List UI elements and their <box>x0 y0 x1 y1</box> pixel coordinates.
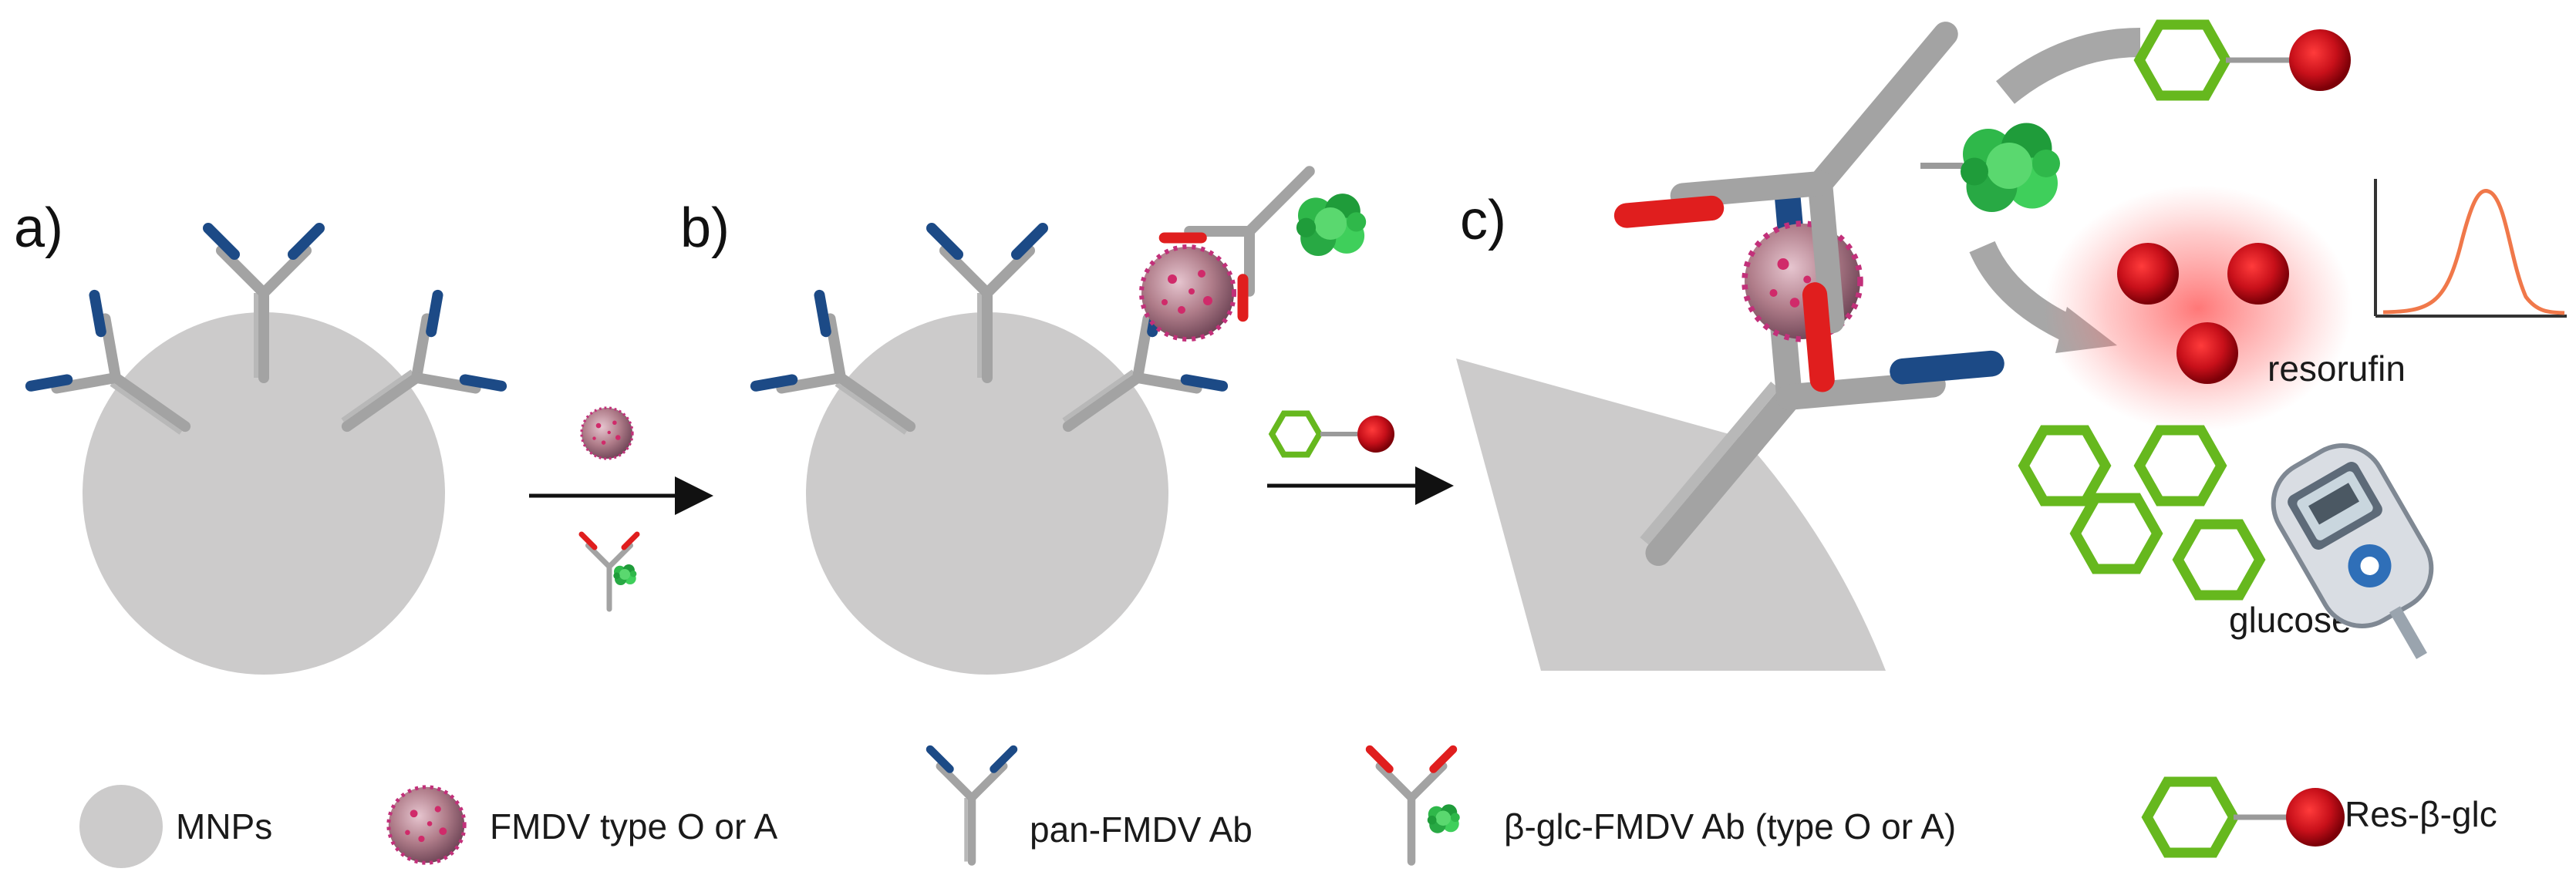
virus-small <box>580 406 634 460</box>
panel-label-a: a) <box>14 197 63 259</box>
resorufin-molecule-1 <box>2117 243 2179 305</box>
glucose-hexagon-2 <box>2133 425 2227 507</box>
glucose-molecules <box>2018 425 2266 601</box>
enzyme-c <box>1961 123 2060 212</box>
legend-substrate-swatch <box>2141 776 2345 858</box>
substrate-c <box>2133 19 2351 101</box>
resorufin-molecule-3 <box>2176 322 2238 384</box>
glucose-hexagon-4 <box>2172 519 2266 601</box>
glc-antibody-small <box>582 534 637 609</box>
glucose-hexagon-1 <box>2018 425 2112 507</box>
panel-label-c: c) <box>1460 190 1506 251</box>
resorufin-label: resorufin <box>2267 348 2406 389</box>
glucose-hexagon-3 <box>2069 493 2163 574</box>
legend: MNPs FMDV type O or A pan-FMDV Ab β-glc-… <box>79 749 2497 868</box>
legend-glc-antibody-swatch <box>1370 749 1460 862</box>
legend-glc-ab: β-glc-FMDV Ab (type O or A) <box>1504 806 1956 847</box>
enzyme-b <box>1296 194 1367 256</box>
resorufin-molecule-2 <box>2227 243 2289 305</box>
glucometer-icon <box>2271 443 2434 659</box>
resorufin-glow <box>2044 185 2352 432</box>
legend-mnp-swatch <box>79 785 163 868</box>
substrate-small <box>1268 410 1394 458</box>
legend-pan-ab: pan-FMDV Ab <box>1030 810 1253 850</box>
magnetic-nanoparticle-b <box>806 312 1168 675</box>
substrate-in-arrow <box>1996 28 2141 104</box>
legend-fmdv: FMDV type O or A <box>490 806 778 847</box>
magnetic-nanoparticle-a <box>83 312 445 675</box>
legend-substrate: Res-β-glc <box>2345 794 2497 834</box>
legend-mnps: MNPs <box>176 806 272 847</box>
legend-pan-antibody-swatch <box>930 749 1013 862</box>
legend-virus-swatch <box>389 787 464 863</box>
panel-label-b: b) <box>680 197 730 259</box>
virus-b <box>1141 247 1234 339</box>
fluorescence-spectrum <box>2374 179 2567 318</box>
